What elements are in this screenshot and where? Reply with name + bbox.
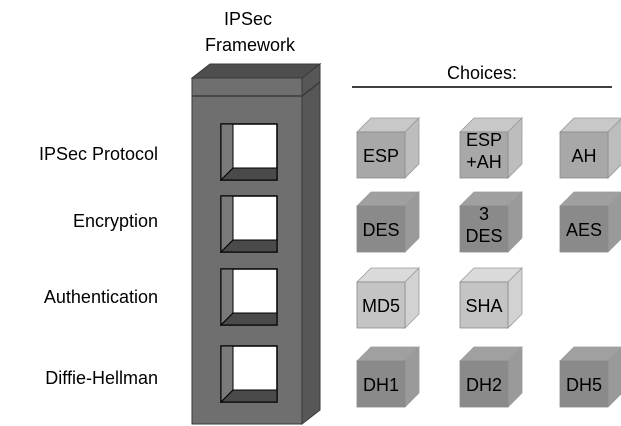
- cube-front: [559, 205, 609, 253]
- cube-front: [356, 205, 406, 253]
- cube-label: AES: [566, 220, 602, 240]
- tower-slot: [219, 268, 278, 327]
- cube-front: [356, 281, 406, 329]
- cube-front: [559, 131, 609, 179]
- cube-label: DES: [465, 226, 502, 246]
- choice-cube: AH: [559, 117, 621, 179]
- cube-front: [459, 131, 509, 179]
- cube-front: [459, 360, 509, 408]
- cube-front: [356, 360, 406, 408]
- choice-cube: DH1: [356, 346, 420, 408]
- framework-title-line1: IPSec: [224, 9, 272, 29]
- cube-label: ESP: [466, 130, 502, 150]
- choices-header: Choices:: [447, 63, 517, 83]
- tower-slot: [219, 195, 278, 254]
- tower-band-line-side: [301, 81, 321, 97]
- cube-front: [459, 205, 509, 253]
- choice-cube: AES: [559, 191, 621, 253]
- tower-slot: [219, 345, 278, 404]
- cube-label: AH: [571, 146, 596, 166]
- tower-slot: [219, 123, 278, 182]
- row-labels: IPSec ProtocolEncryptionAuthenticationDi…: [39, 144, 158, 388]
- cube-label: MD5: [362, 296, 400, 316]
- cube-label: 3: [479, 204, 489, 224]
- row-label: Diffie-Hellman: [45, 368, 158, 388]
- cube-front: [356, 131, 406, 179]
- choice-cube: ESP: [356, 117, 420, 179]
- slot-floor: [219, 312, 278, 326]
- choice-cube: DH5: [559, 346, 621, 408]
- framework-title-line2: Framework: [205, 35, 296, 55]
- row-label: IPSec Protocol: [39, 144, 158, 164]
- choice-cube: SHA: [459, 267, 523, 329]
- cube-label: SHA: [465, 296, 502, 316]
- cube-label: +AH: [466, 152, 502, 172]
- cube-label: DH1: [363, 375, 399, 395]
- cube-label: ESP: [363, 146, 399, 166]
- slot-floor: [219, 239, 278, 253]
- slot-floor: [219, 167, 278, 181]
- framework-tower: [190, 62, 322, 426]
- row-label: Encryption: [73, 211, 158, 231]
- choice-cube: DES: [356, 191, 420, 253]
- tower-side: [301, 62, 321, 426]
- choice-cube: MD5: [356, 267, 420, 329]
- choice-cube: DH2: [459, 346, 523, 408]
- slot-floor: [219, 389, 278, 403]
- cube-front: [559, 360, 609, 408]
- tower-slots: [219, 123, 278, 404]
- cube-front: [459, 281, 509, 329]
- row-label: Authentication: [44, 287, 158, 307]
- tower-top: [190, 63, 322, 79]
- choice-cube: ESP+AH: [459, 117, 523, 179]
- cube-label: DH2: [466, 375, 502, 395]
- cube-label: DES: [362, 220, 399, 240]
- cube-label: DH5: [566, 375, 602, 395]
